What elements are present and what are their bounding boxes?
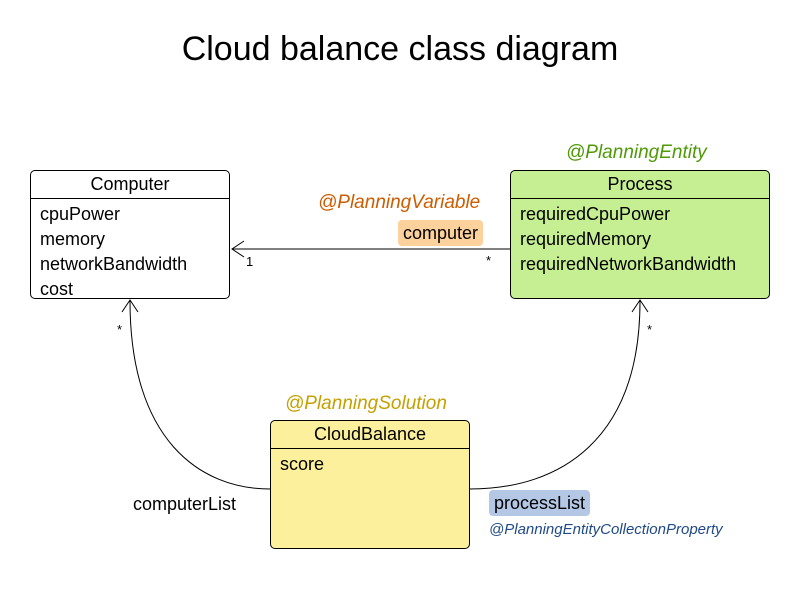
computer-attribute: memory [40, 229, 106, 249]
process-attribute: requiredCpuPower [520, 204, 671, 224]
computer-class-box: Computer cpuPower memory networkBandwidt… [30, 170, 230, 299]
process-class-box: Process requiredCpuPower requiredMemory … [510, 170, 770, 299]
process-attribute: requiredNetworkBandwidth [520, 254, 737, 274]
computerlist-arrowhead [121, 299, 139, 313]
processlist-role-tag: processList [489, 490, 591, 516]
cloudbalance-attributes: score [271, 449, 469, 480]
processlist-association [469, 300, 641, 490]
diagram-title: Cloud balance class diagram [181, 30, 619, 68]
computer-attribute: networkBandwidth [40, 254, 188, 274]
planning-variable-annotation: @PlanningVariable [318, 192, 481, 213]
planning-entity-annotation: @PlanningEntity [566, 142, 707, 163]
computer-attributes: cpuPower memory networkBandwidth cost [31, 199, 229, 299]
process-attributes: requiredCpuPower requiredMemory required… [511, 199, 769, 280]
cloudbalance-class-box: CloudBalance score [270, 420, 470, 549]
planning-solution-annotation: @PlanningSolution [285, 393, 447, 414]
process-class-name: Process [511, 171, 769, 199]
planning-entity-collection-property-annotation: @PlanningEntityCollectionProperty [489, 521, 723, 538]
cloudbalance-attribute: score [280, 454, 325, 474]
computerlist-multiplicity-many: * [117, 322, 123, 337]
computerlist-role-label: computerList [133, 494, 237, 514]
computerlist-association [129, 300, 271, 490]
computer-attribute: cpuPower [40, 204, 121, 224]
processlist-multiplicity-many: * [647, 322, 653, 337]
computer-arrowhead [231, 240, 245, 258]
processlist-arrowhead [631, 299, 649, 313]
process-multiplicity-many: * [486, 253, 492, 268]
process-attribute: requiredMemory [520, 229, 652, 249]
computer-attribute: cost [40, 279, 74, 299]
computer-role-tag: computer [398, 220, 484, 246]
computer-class-name: Computer [31, 171, 229, 199]
cloudbalance-class-name: CloudBalance [271, 421, 469, 449]
computer-multiplicity-one: 1 [246, 254, 254, 269]
